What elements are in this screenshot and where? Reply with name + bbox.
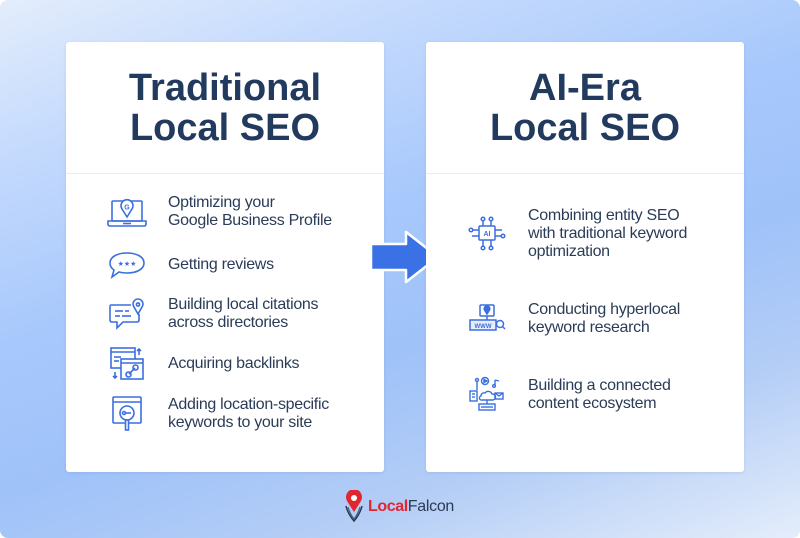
item-label: Acquiring backlinks [168,355,300,372]
right-arrow-icon [369,230,440,284]
linked-pages-icon [104,344,150,384]
svg-text:WWW: WWW [475,324,492,330]
card-title: Traditional Local SEO [66,42,384,174]
title-line-2: Local SEO [489,106,681,149]
chat-location-icon [104,294,150,334]
list-item: ★★★ Getting reviews [104,245,368,285]
browser-keyword-search-icon [104,394,150,434]
svg-text:★★★: ★★★ [118,260,137,268]
title-line-1: AI-Era [529,66,641,109]
ai-chip-icon: AI [464,214,510,254]
svg-text:AI: AI [484,231,491,238]
review-stars-bubble-icon: ★★★ [104,245,150,285]
laptop-google-pin-icon: G [104,192,150,232]
logo-text-falcon: Falcon [407,498,455,515]
falcon-pin-icon [345,490,363,523]
card-title: AI-Era Local SEO [426,42,744,174]
logo-text-local: Local [368,498,408,515]
list-item: Acquiring backlinks [104,344,368,384]
svg-text:G: G [124,205,130,212]
item-label: Getting reviews [168,256,274,273]
www-search-pin-icon: WWW [464,299,510,339]
content-ecosystem-icon [464,375,510,415]
title-line-1: Traditional [128,66,322,109]
title-line-2: Local SEO [129,106,321,149]
ai-era-seo-card: AI-Era Local SEO AI Combining en [426,42,744,472]
